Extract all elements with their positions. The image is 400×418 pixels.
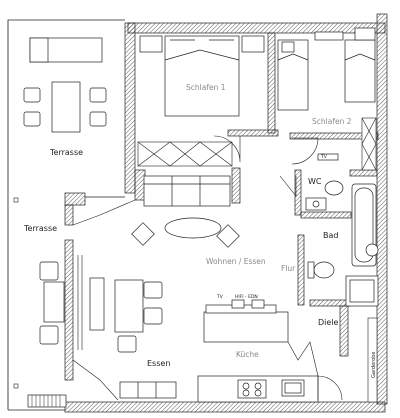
label-garderobe: Garderobe (371, 352, 377, 378)
terrasse-post-bottom (13, 383, 19, 389)
kitchen-furniture (27, 299, 319, 408)
wc-door-line (279, 175, 297, 197)
schlafen-2-door (291, 137, 319, 165)
kitchen-divider (287, 341, 319, 377)
label-tv-top: TV (320, 154, 328, 160)
label-wohnen-essen: Wohnen / Essen (206, 257, 266, 266)
entrance-door (317, 375, 343, 401)
garderobe-cabinet (367, 317, 378, 403)
bay-window (72, 199, 136, 401)
label-schlafen-1: Schlafen 1 (186, 83, 226, 92)
label-flur: Flur (281, 264, 296, 273)
label-tv-kitchen: TV (216, 294, 224, 300)
label-bad: Bad (323, 231, 338, 240)
label-wc: WC (308, 177, 322, 186)
label-terrasse-left: Terrasse (23, 224, 57, 233)
living-furniture (39, 175, 240, 353)
radiator-ticks (31, 395, 61, 407)
label-essen: Essen (147, 359, 170, 368)
schlafen-2-furniture (277, 27, 376, 111)
label-terrasse-top: Terrasse (49, 148, 83, 157)
label-schlafen-2: Schlafen 2 (312, 117, 352, 126)
terrasse-post-top (13, 197, 19, 203)
wc-fixtures (305, 153, 344, 211)
bad-fixtures (307, 183, 379, 307)
terrasse-furniture (23, 37, 107, 133)
schlafen-1-closet (137, 141, 233, 167)
schlafen-1-furniture (139, 35, 265, 117)
label-hifi: HIFI - EDN (235, 294, 258, 300)
schlafen-1-door (213, 135, 241, 163)
schlafen-2-closet (361, 117, 377, 171)
walls (64, 13, 388, 413)
terrasse-outline (7, 19, 125, 411)
label-diele: Diele (318, 318, 339, 327)
label-kueche: Küche (236, 350, 259, 359)
